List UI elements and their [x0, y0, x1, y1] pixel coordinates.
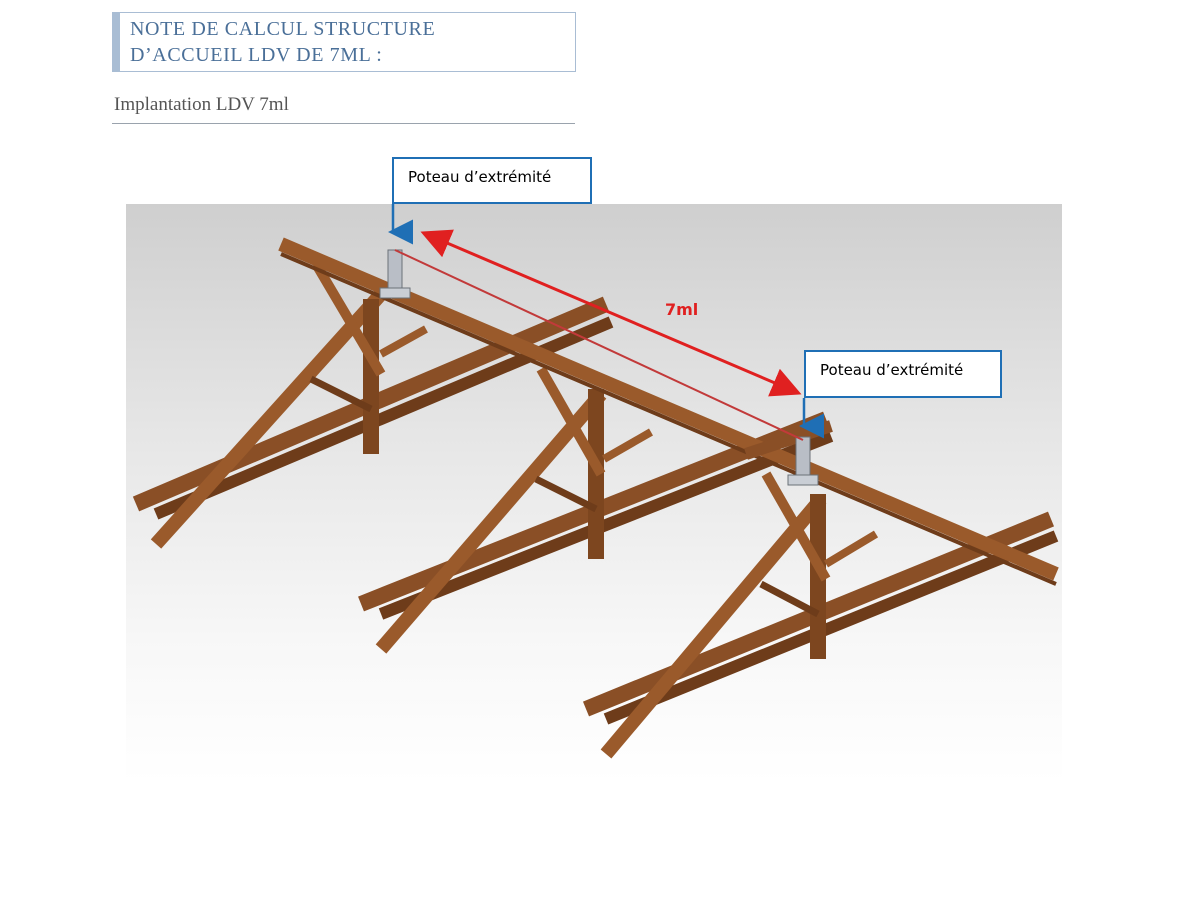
subtitle-underline [112, 123, 575, 124]
truss-frame-1 [132, 261, 614, 549]
end-post-1 [387, 249, 403, 291]
callout-end-post-top: Poteau d’extrémité [392, 157, 592, 204]
timber-structure-render [126, 204, 1062, 782]
dimension-label: 7ml [665, 300, 699, 319]
document-title-box: NOTE DE CALCUL STRUCTURE D’ACCUEIL LDV D… [112, 12, 576, 72]
callout-end-post-right: Poteau d’extrémité [804, 350, 1002, 398]
end-post-2 [795, 436, 811, 478]
document-title-line-2: D’ACCUEIL LDV DE 7ML : [130, 44, 383, 66]
truss-frame-3 [582, 471, 1059, 759]
document-title-line-1: NOTE DE CALCUL STRUCTURE [130, 18, 436, 40]
ridge-beam [278, 237, 1059, 581]
truss-frame-2 [358, 366, 834, 654]
timber-frame-drawing [132, 237, 1059, 759]
section-subtitle: Implantation LDV 7ml [114, 94, 289, 115]
